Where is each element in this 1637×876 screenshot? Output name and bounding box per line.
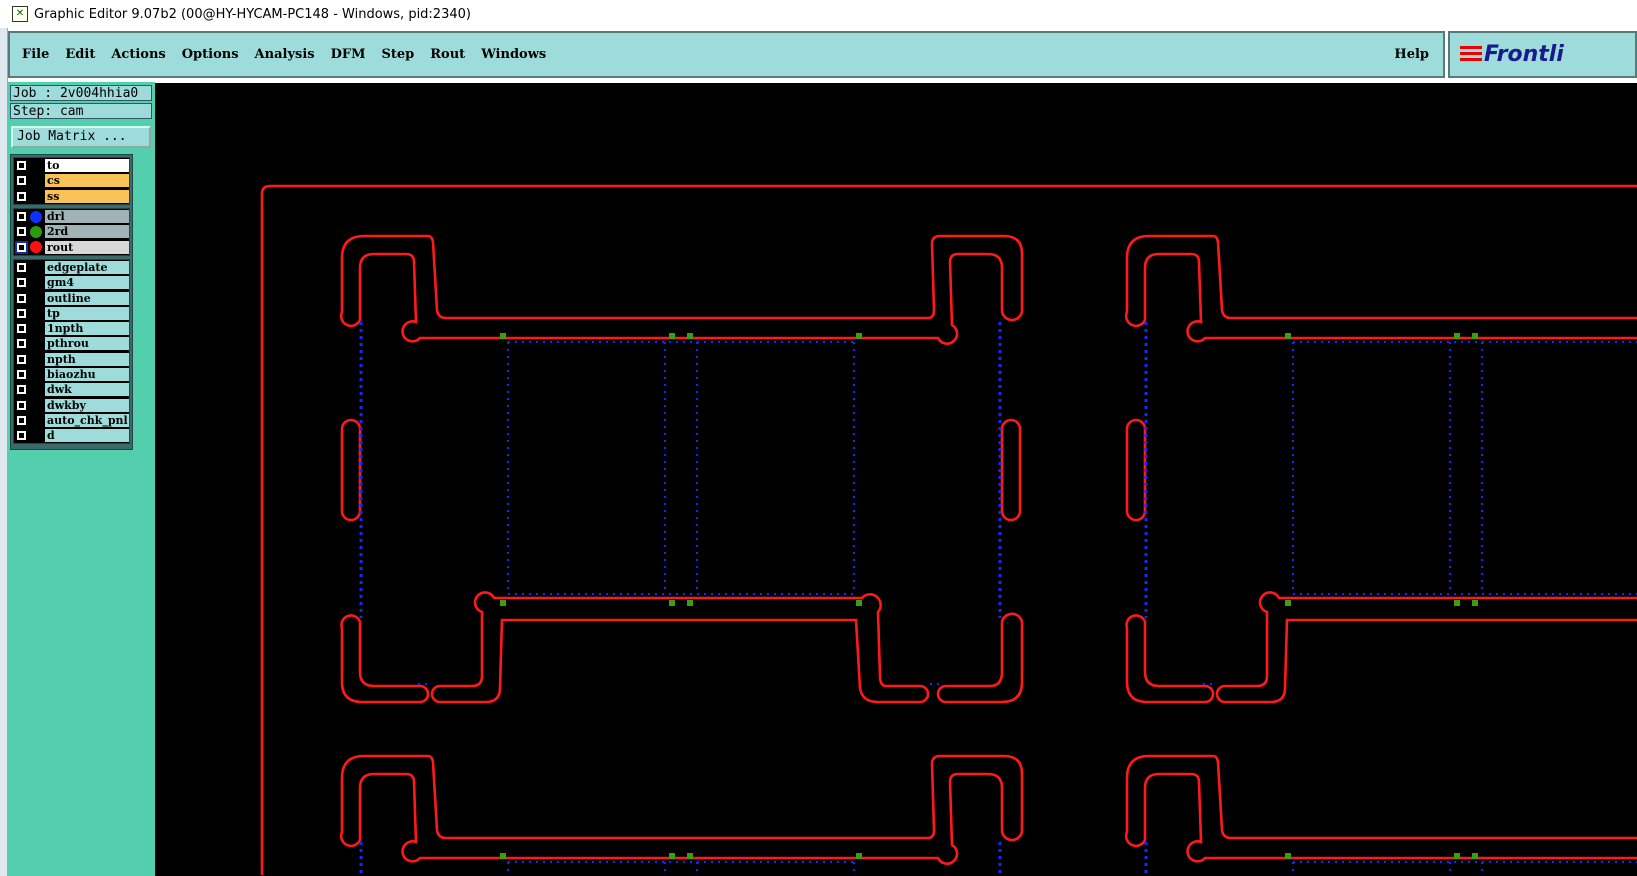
layer-name: 1npth xyxy=(45,322,129,336)
layer-row-ss[interactable]: ss xyxy=(14,189,129,204)
window-title: Graphic Editor 9.07b2 (00@HY-HYCAM-PC148… xyxy=(34,6,471,22)
layer-row-gm4[interactable]: gm4 xyxy=(14,275,129,290)
layer-color-dot-icon xyxy=(30,210,42,223)
layer-checkbox[interactable] xyxy=(17,385,26,395)
frontline-logo: Frontli xyxy=(1448,31,1637,78)
layer-checkbox[interactable] xyxy=(17,415,26,425)
layer-name: biaozhu xyxy=(45,368,129,381)
layer-name: tp xyxy=(45,306,129,320)
job-matrix-button[interactable]: Job Matrix ... xyxy=(11,126,151,148)
menu-dfm[interactable]: DFM xyxy=(330,47,366,62)
logo-text: Frontli xyxy=(1484,42,1564,67)
menu-actions[interactable]: Actions xyxy=(111,47,166,62)
layer-name: dwkby xyxy=(45,398,129,412)
pcb-unit-partial xyxy=(339,754,1024,876)
layer-name: ss xyxy=(45,189,129,203)
layer-checkbox[interactable] xyxy=(17,339,26,349)
board-drawing xyxy=(260,184,1637,876)
layer-checkbox[interactable] xyxy=(17,431,26,441)
layer-row-d[interactable]: d xyxy=(14,428,129,443)
layer-name: pthrou xyxy=(45,337,129,351)
layer-name: outline xyxy=(45,291,129,305)
layer-row-drl[interactable]: drl xyxy=(14,209,129,224)
menu-rout[interactable]: Rout xyxy=(430,47,466,62)
layer-row-1npth[interactable]: 1npth xyxy=(14,321,129,336)
layer-color-dot-icon xyxy=(30,241,42,254)
pcb-unit xyxy=(339,234,1024,704)
layer-name: rout xyxy=(45,240,129,254)
graphic-canvas[interactable] xyxy=(155,83,1637,876)
layer-name: npth xyxy=(45,352,129,366)
layer-name: drl xyxy=(45,210,129,224)
menu-bar: File Edit Actions Options Analysis DFM S… xyxy=(8,31,1445,78)
layer-row-pthrou[interactable]: pthrou xyxy=(14,336,129,351)
window-edge xyxy=(0,28,8,876)
layer-name: dwk xyxy=(45,383,129,397)
layer-checkbox[interactable] xyxy=(17,176,26,186)
layer-row-cs[interactable]: cs xyxy=(14,173,129,188)
layer-row-dwk[interactable]: dwk xyxy=(14,382,129,397)
layer-row-outline[interactable]: outline xyxy=(14,290,129,305)
layer-checkbox[interactable] xyxy=(15,240,28,254)
layer-checkbox[interactable] xyxy=(17,370,26,379)
layer-row-edgeplate[interactable]: edgeplate xyxy=(14,260,129,275)
layer-checkbox[interactable] xyxy=(17,212,26,222)
panel-outline xyxy=(260,184,1637,875)
menu-help[interactable]: Help xyxy=(1394,47,1429,62)
layer-row-to[interactable]: to xyxy=(14,158,129,173)
logo-speed-lines-icon xyxy=(1460,45,1482,64)
layer-name: gm4 xyxy=(45,276,129,290)
layer-checkbox[interactable] xyxy=(17,161,26,171)
layer-name: auto_chk_pnl xyxy=(45,413,129,427)
menu-file[interactable]: File xyxy=(22,47,50,62)
layer-checkbox[interactable] xyxy=(17,293,26,303)
menu-analysis[interactable]: Analysis xyxy=(254,47,315,62)
menu-step[interactable]: Step xyxy=(381,47,415,62)
layer-color-dot-icon xyxy=(30,225,42,238)
pcb-unit-partial xyxy=(1124,754,1637,876)
layer-checkbox[interactable] xyxy=(17,191,26,201)
layer-checkbox[interactable] xyxy=(17,262,26,272)
layer-name: cs xyxy=(45,174,129,188)
step-name: Step: cam xyxy=(10,103,152,119)
pcb-unit xyxy=(1124,234,1637,704)
layer-checkbox[interactable] xyxy=(17,354,26,364)
app-icon: ✕ xyxy=(12,6,28,22)
layer-checkbox[interactable] xyxy=(17,227,26,237)
job-name: Job : 2v004hhia0 xyxy=(10,85,152,101)
menu-windows[interactable]: Windows xyxy=(481,47,547,62)
layer-row-auto_chk_pnl[interactable]: auto_chk_pnl xyxy=(14,413,129,428)
layer-checkbox[interactable] xyxy=(17,278,26,288)
layer-checkbox[interactable] xyxy=(17,400,26,410)
layer-name: to xyxy=(45,159,129,173)
layer-row-biaozhu[interactable]: biaozhu xyxy=(14,367,129,382)
sidebar: Job : 2v004hhia0 Step: cam Job Matrix ..… xyxy=(8,82,155,876)
menu-edit[interactable]: Edit xyxy=(65,47,96,62)
layer-row-dwkby[interactable]: dwkby xyxy=(14,397,129,412)
layer-row-rout[interactable]: rout xyxy=(14,239,129,254)
layer-checkbox[interactable] xyxy=(17,324,26,334)
layer-name: 2rd xyxy=(45,225,129,239)
layer-checkbox[interactable] xyxy=(17,308,26,318)
layer-row-2rd[interactable]: 2rd xyxy=(14,224,129,239)
layer-row-tp[interactable]: tp xyxy=(14,306,129,321)
title-bar: ✕ Graphic Editor 9.07b2 (00@HY-HYCAM-PC1… xyxy=(0,0,1637,28)
layer-name: d xyxy=(45,429,129,443)
layer-row-npth[interactable]: npth xyxy=(14,352,129,367)
layer-name: edgeplate xyxy=(45,260,129,274)
menu-options[interactable]: Options xyxy=(181,47,239,62)
